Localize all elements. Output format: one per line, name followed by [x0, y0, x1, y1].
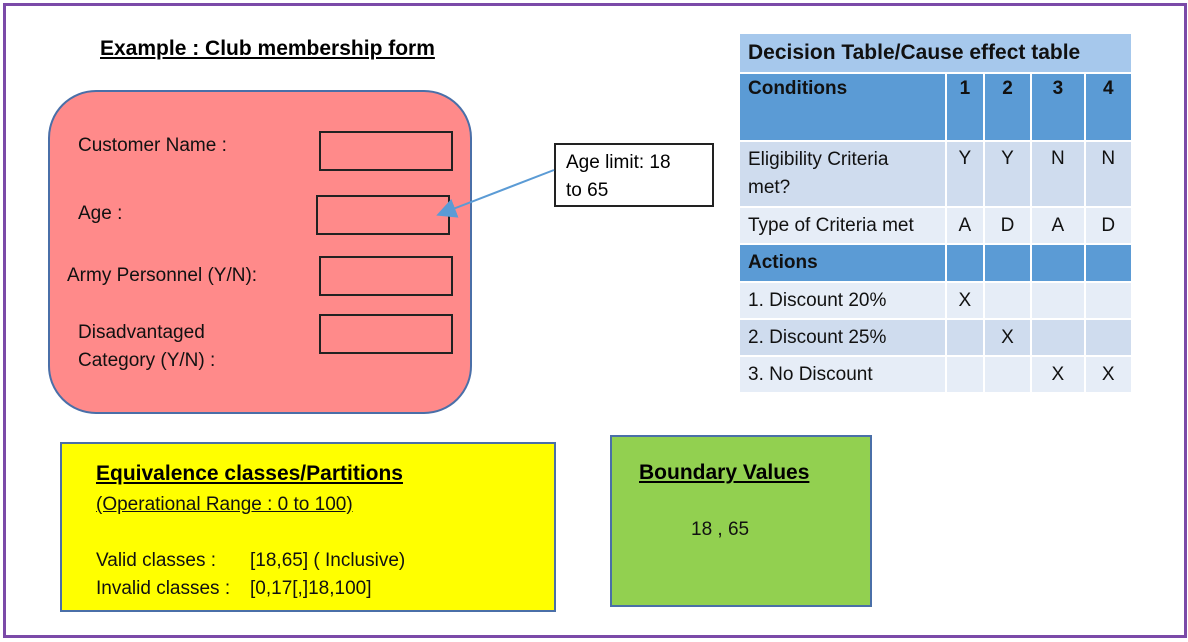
action-cell	[984, 283, 1033, 320]
action-cell	[1085, 283, 1133, 320]
actions-header: Actions	[740, 245, 947, 283]
condition-cell: N	[1032, 142, 1086, 208]
operational-range: (Operational Range : 0 to 100)	[96, 494, 353, 515]
army-personnel-label: Army Personnel (Y/N):	[67, 265, 258, 286]
action-label: 1. Discount 20%	[740, 283, 947, 320]
column-header: 1	[947, 74, 985, 142]
condition-cell: D	[984, 208, 1033, 245]
column-header: 3	[1032, 74, 1086, 142]
callout-line2: to 65	[566, 180, 609, 201]
column-header: 4	[1085, 74, 1133, 142]
actions-header-cell	[1085, 245, 1133, 283]
boundary-values-text: 18 , 65	[691, 519, 750, 540]
action-cell: X	[947, 283, 985, 320]
action-cell	[1032, 320, 1086, 357]
action-cell	[1032, 283, 1086, 320]
age-limit-callout: Age limit: 18 to 65	[554, 143, 714, 207]
condition-label: Type of Criteria met	[740, 208, 947, 245]
equivalence-heading: Equivalence classes/Partitions	[96, 462, 403, 485]
disadvantaged-label-line2: Category (Y/N) :	[78, 350, 216, 371]
decision-table-title: Decision Table/Cause effect table	[740, 34, 1133, 74]
action-label: 2. Discount 25%	[740, 320, 947, 357]
arrow-line	[436, 169, 555, 218]
disadvantaged-label-line1: Disadvantaged	[78, 322, 205, 343]
equivalence-panel: Equivalence classes/Partitions (Operatio…	[60, 442, 556, 612]
action-cell: X	[1032, 357, 1086, 394]
action-label: 3. No Discount	[740, 357, 947, 394]
column-header: 2	[984, 74, 1033, 142]
actions-header-cell	[947, 245, 985, 283]
actions-header-cell	[984, 245, 1033, 283]
condition-cell: D	[1085, 208, 1133, 245]
condition-label: Eligibility Criteria met?	[740, 142, 947, 208]
condition-cell: A	[947, 208, 985, 245]
boundary-values-panel: Boundary Values 18 , 65	[610, 435, 872, 607]
army-personnel-field[interactable]	[319, 256, 453, 296]
invalid-classes-value: [0,17[,]18,100]	[250, 578, 372, 599]
callout-line1: Age limit: 18	[566, 152, 671, 173]
age-label: Age :	[78, 203, 123, 224]
disadvantaged-category-field[interactable]	[319, 314, 453, 354]
action-cell	[947, 320, 985, 357]
action-cell	[947, 357, 985, 394]
condition-cell: N	[1085, 142, 1133, 208]
action-cell	[1085, 320, 1133, 357]
invalid-classes-label: Invalid classes :	[96, 578, 231, 599]
condition-cell: A	[1032, 208, 1086, 245]
decision-table: Decision Table/Cause effect table Condit…	[740, 34, 1133, 394]
condition-cell: Y	[947, 142, 985, 208]
page-title: Example : Club membership form	[100, 37, 435, 60]
action-cell: X	[984, 320, 1033, 357]
customer-name-field[interactable]	[319, 131, 453, 171]
conditions-header: Conditions	[740, 74, 947, 142]
boundary-heading: Boundary Values	[639, 461, 810, 484]
condition-cell: Y	[984, 142, 1033, 208]
condition-label-line2: met?	[748, 177, 791, 198]
customer-name-label: Customer Name :	[78, 135, 227, 156]
valid-classes-label: Valid classes :	[96, 550, 217, 571]
actions-header-cell	[1032, 245, 1086, 283]
condition-label-line1: Eligibility Criteria	[748, 149, 889, 170]
action-cell	[984, 357, 1033, 394]
action-cell: X	[1085, 357, 1133, 394]
valid-classes-value: [18,65] ( Inclusive)	[250, 550, 406, 571]
